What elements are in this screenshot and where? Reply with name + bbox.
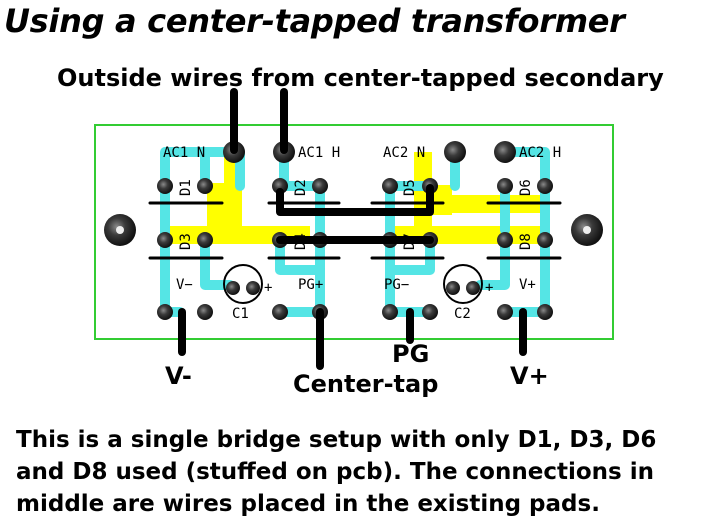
- note-line-3: middle are wires placed in the existing …: [16, 491, 600, 517]
- label-v-minus-silk: V−: [176, 277, 193, 293]
- label-center-tap: Center-tap: [293, 370, 439, 398]
- label-d2: D2: [293, 179, 309, 196]
- label-d7: D7: [402, 233, 418, 250]
- label-v-plus: V+: [510, 362, 549, 390]
- label-ac1h: AC1 H: [298, 145, 340, 161]
- label-v-minus: V-: [165, 362, 192, 390]
- label-ac2n: AC2 N: [383, 145, 425, 161]
- label-v-plus-silk: V+: [519, 277, 536, 293]
- page-title: Using a center-tapped transformer: [4, 2, 625, 40]
- label-c1: C1: [232, 306, 249, 322]
- silkscreen-lines: [148, 201, 562, 260]
- capacitor-outlines: [223, 264, 483, 304]
- label-pg: PG: [392, 340, 430, 368]
- label-pg-plus: PG+: [298, 277, 323, 293]
- label-c2-plus: +: [485, 280, 493, 296]
- note-line-1: This is a single bridge setup with only …: [16, 427, 657, 453]
- board-outline: [94, 124, 614, 340]
- yellow-traces: [160, 152, 550, 244]
- note-line-2: and D8 used (stuffed on pcb). The connec…: [16, 459, 654, 485]
- pads: [104, 141, 603, 320]
- label-d8: D8: [518, 233, 534, 250]
- label-ac1n: AC1 N: [163, 145, 205, 161]
- label-d4: D4: [293, 233, 309, 250]
- mounting-hole-centers: [116, 226, 591, 234]
- explanatory-note: This is a single bridge setup with only …: [16, 424, 656, 520]
- label-pg-minus: PG−: [384, 277, 409, 293]
- label-c2: C2: [454, 306, 471, 322]
- label-ac2h: AC2 H: [519, 145, 561, 161]
- jumper-wires: [178, 88, 527, 370]
- label-d5: D5: [402, 179, 418, 196]
- label-c1-plus: +: [264, 280, 272, 296]
- label-d3: D3: [178, 233, 194, 250]
- label-d1: D1: [178, 179, 194, 196]
- diagram-subtitle: Outside wires from center-tapped seconda…: [57, 64, 664, 92]
- label-d6: D6: [518, 179, 534, 196]
